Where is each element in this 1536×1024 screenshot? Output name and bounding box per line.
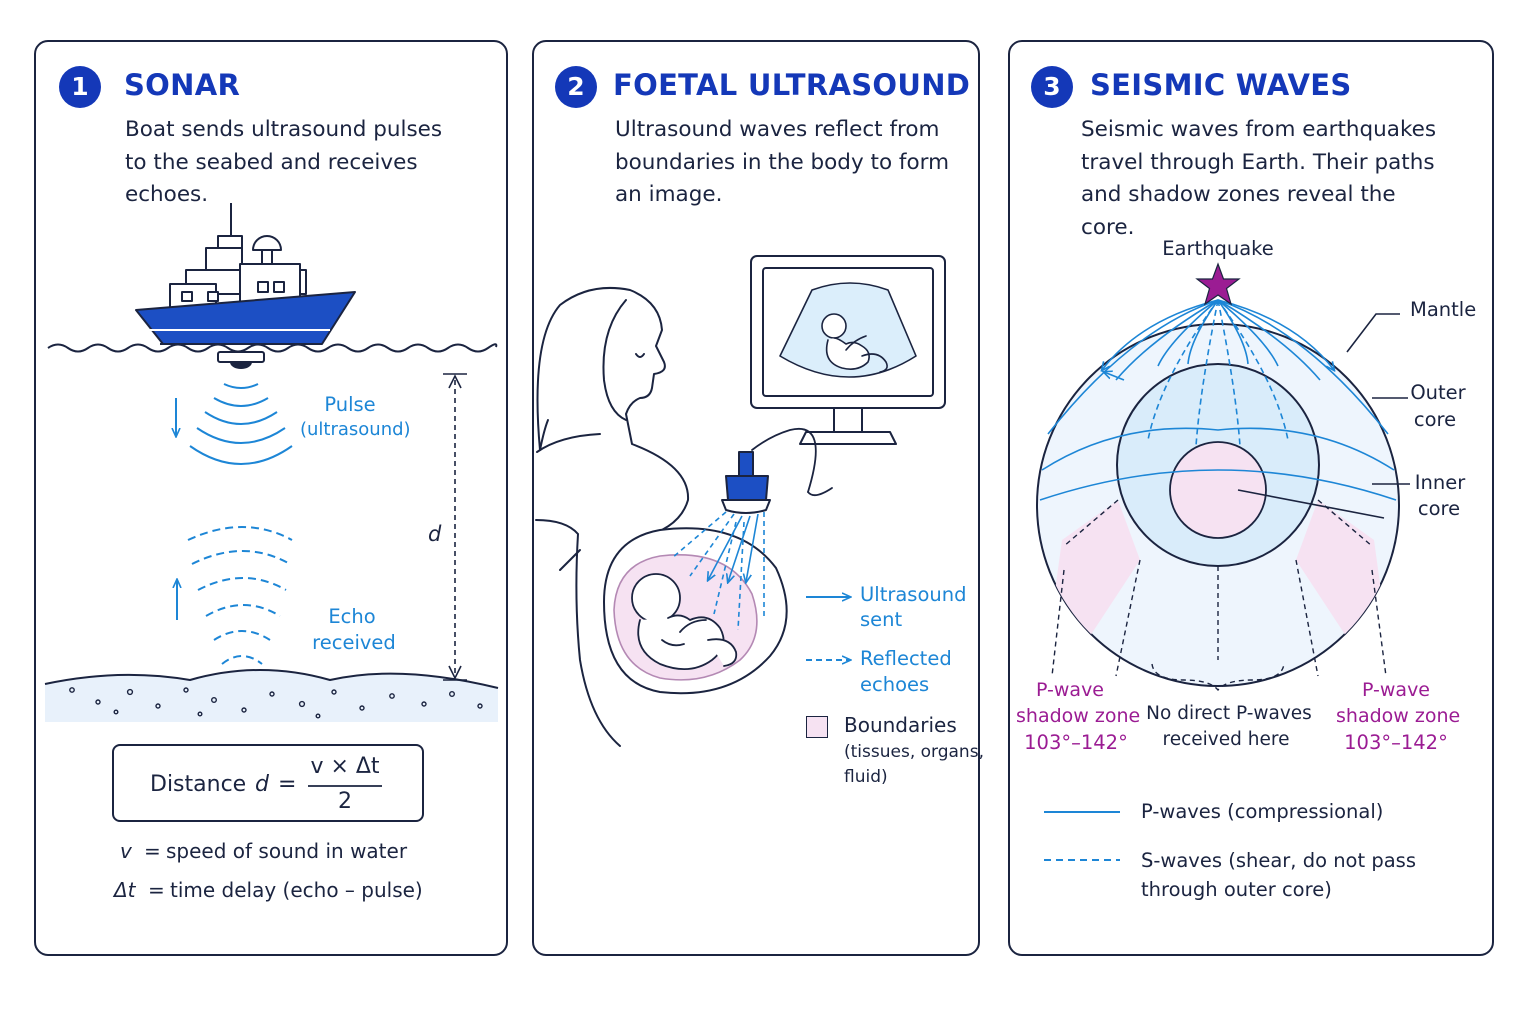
panel-title-foetal-ultrasound: FOETAL ULTRASOUND	[613, 68, 971, 102]
shadow-right-label-2: shadow zone	[1336, 705, 1461, 727]
inner-core-label-1: Inner	[1414, 471, 1466, 494]
ultrasound-description: Ultrasound waves reflect from boundaries…	[615, 117, 950, 207]
legend-boundaries-label: Boundaries	[844, 713, 957, 737]
shadow-left-label-3: 103°–142°	[1024, 731, 1128, 754]
panel-number-2: 2	[555, 66, 597, 108]
inner-core-label-2: core	[1417, 497, 1461, 520]
legend-sent-label-2: sent	[860, 608, 903, 631]
ultrasound-scene	[535, 255, 946, 747]
shadow-left-label-1: P-wave	[1035, 679, 1104, 701]
earthquake-label: Earthquake	[1162, 237, 1274, 260]
legend-s-waves-label-1: S-waves (shear, do not pass	[1141, 849, 1416, 872]
panel-number-3: 3	[1031, 66, 1073, 108]
p-wave-paths	[1039, 299, 1397, 501]
sonar-description: Boat sends ultrasound pulses to the seab…	[125, 117, 443, 207]
ultrasound-beams	[671, 511, 765, 631]
outer-core-label-2: core	[1413, 408, 1457, 431]
echo-label: Echo	[328, 605, 376, 628]
outer-core-label-1: Outer	[1410, 381, 1466, 404]
legend-equals-dt: =	[148, 878, 165, 902]
panel-title-seismic-waves: SEISMIC WAVES	[1090, 68, 1352, 102]
formula-prefix: Distance	[150, 772, 247, 797]
legend-boundaries-sub-1: (tissues, organs,	[844, 742, 984, 762]
panel-number-1: 1	[59, 66, 101, 108]
foetus-icon	[631, 573, 738, 670]
no-direct-label-1: No direct P-waves	[1146, 703, 1312, 724]
legend-reflected-label-1: Reflected	[860, 647, 952, 670]
formula-denominator: 2	[338, 789, 352, 814]
legend-symbol-v: v	[120, 839, 132, 863]
formula-numerator: v × Δt	[310, 754, 380, 779]
legend-equals-v: =	[144, 839, 161, 863]
shadow-left-label-2: shadow zone	[1016, 705, 1141, 727]
distance-formula-box	[112, 744, 424, 822]
legend-boundaries-sub-2: fluid)	[844, 767, 888, 787]
earth-diagram	[1036, 262, 1410, 692]
echo-waves	[187, 526, 293, 665]
panel-title-sonar: SONAR	[124, 68, 241, 102]
mantle-label: Mantle	[1410, 298, 1477, 321]
boat-icon	[135, 203, 356, 369]
sonar-scene	[44, 203, 499, 787]
echo-sublabel: received	[312, 631, 396, 654]
legend-text-dt: time delay (echo – pulse)	[170, 878, 423, 902]
s-wave-paths	[1147, 299, 1289, 447]
probe-icon	[721, 427, 833, 514]
boundaries-swatch-icon	[806, 716, 828, 738]
legend-reflected-label-2: echoes	[860, 673, 930, 696]
legend-text-v: speed of sound in water	[166, 839, 408, 863]
shadow-right-label-1: P-wave	[1361, 679, 1430, 701]
monitor-icon	[750, 255, 946, 445]
legend-sent-label-1: Ultrasound	[860, 583, 967, 606]
mother-silhouette	[535, 286, 690, 747]
seismic-description: Seismic waves from earthquakes travel th…	[1081, 117, 1437, 240]
legend-p-waves-label: P-waves (compressional)	[1141, 800, 1384, 823]
formula-equals: =	[278, 772, 297, 797]
pulse-sublabel: (ultrasound)	[300, 419, 411, 440]
earthquake-star-icon	[1195, 262, 1241, 306]
legend-s-waves-label-2: through outer core)	[1141, 878, 1332, 901]
legend-symbol-dt: Δt	[114, 878, 136, 902]
formula-variable: d	[255, 772, 269, 797]
distance-measure	[443, 373, 467, 681]
distance-variable: d	[428, 522, 442, 546]
pulse-waves	[189, 383, 293, 465]
pulse-label: Pulse	[324, 393, 376, 416]
shadow-right-label-3: 103°–142°	[1344, 731, 1448, 754]
no-direct-label-2: received here	[1162, 729, 1290, 750]
